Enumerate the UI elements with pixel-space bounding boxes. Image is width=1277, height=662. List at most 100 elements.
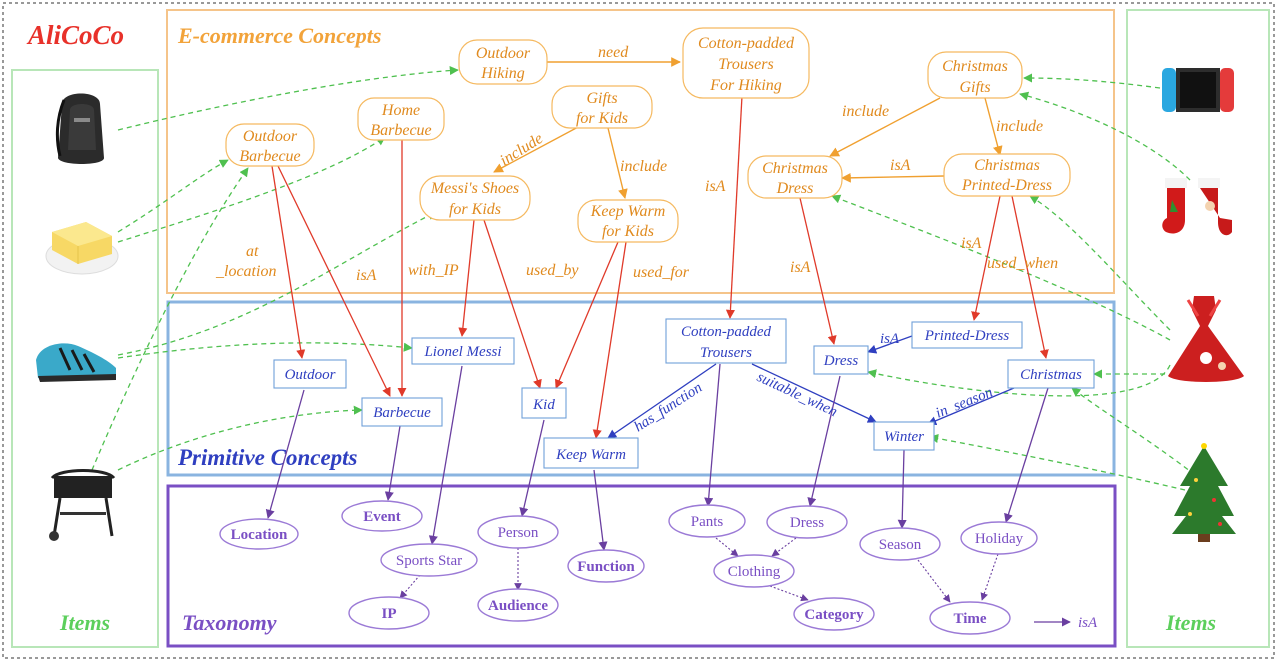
link-shoe-lionel-messi xyxy=(117,342,413,359)
label-tax-sports-star: Sports Star xyxy=(396,553,462,569)
label-printed-dress: Printed-Dress xyxy=(924,328,1010,344)
label-tax-time: Time xyxy=(953,611,986,627)
node-christmas[interactable] xyxy=(1007,359,1095,389)
edge-sportsstar-ip xyxy=(399,574,421,599)
link-stocking-xmas-gifts xyxy=(1019,91,1191,181)
node-christmas-printed-dress[interactable] xyxy=(943,153,1071,197)
node-christmas-dress[interactable] xyxy=(747,155,843,199)
edge-used-when xyxy=(1011,195,1049,359)
christmas-dress-image[interactable] xyxy=(1168,296,1244,382)
label-christmas-gifts-2: Gifts xyxy=(959,79,990,96)
label-outdoor-barbecue-2: Barbecue xyxy=(239,148,300,165)
node-barbecue[interactable] xyxy=(361,397,443,427)
node-home-barbecue[interactable] xyxy=(357,97,445,141)
node-christmas-gifts[interactable] xyxy=(927,51,1023,99)
backpack-image[interactable] xyxy=(55,93,104,165)
tax-audience[interactable] xyxy=(477,588,559,622)
link-shoe-messi-shoes xyxy=(117,211,437,356)
game-console-image[interactable] xyxy=(1162,68,1234,112)
rel-at: at xyxy=(246,243,259,260)
tax-ip[interactable] xyxy=(348,596,430,630)
primitive-node-labels: Cotton-padded Trousers Printed-Dress Lio… xyxy=(285,324,1082,463)
tax-location[interactable] xyxy=(219,518,299,550)
tax-clothing[interactable] xyxy=(713,554,795,588)
rel-include-2: include xyxy=(996,118,1043,135)
label-kid: Kid xyxy=(532,397,555,413)
soccer-shoe-image[interactable] xyxy=(36,343,116,382)
node-gifts-for-kids[interactable] xyxy=(551,85,653,129)
barbecue-grill-image[interactable] xyxy=(49,469,116,542)
edge-keepwarm-function xyxy=(593,469,608,551)
label-tax-dress: Dress xyxy=(790,515,824,531)
primitive-label: Primitive Concepts xyxy=(177,445,358,470)
node-outdoor-barbecue[interactable] xyxy=(225,123,315,167)
edge-include-xmas-dress xyxy=(829,97,941,157)
label-tax-event: Event xyxy=(363,509,401,525)
node-dress[interactable] xyxy=(813,345,869,375)
rel-include-4: include xyxy=(620,158,667,175)
label-tax-pants: Pants xyxy=(691,514,724,530)
rel-include-3: include xyxy=(497,130,546,169)
edge-winter-season xyxy=(897,449,907,529)
tax-season[interactable] xyxy=(859,527,941,561)
label-tax-function: Function xyxy=(577,559,635,575)
label-outdoor-barbecue-1: Outdoor xyxy=(243,128,298,145)
node-outdoor[interactable] xyxy=(273,359,347,389)
label-outdoor: Outdoor xyxy=(285,367,336,383)
items-left-label: Items xyxy=(59,610,110,635)
tax-pants[interactable] xyxy=(668,504,746,538)
tax-sports-star[interactable] xyxy=(380,543,478,577)
tax-time[interactable] xyxy=(929,601,1011,635)
rel-isa-xdress: isA xyxy=(790,259,811,276)
node-cotton-trousers[interactable] xyxy=(665,318,787,364)
ecommerce-edges xyxy=(493,57,1003,199)
legend-isa-label: isA xyxy=(1078,615,1098,631)
label-cotton-trousers-1: Cotton-padded xyxy=(681,324,771,340)
rel-used-when: used_when xyxy=(987,255,1058,272)
node-cotton-trousers-hiking[interactable] xyxy=(682,27,810,99)
node-messi-shoes[interactable] xyxy=(419,175,531,221)
rel-isa-xmas: isA xyxy=(890,157,911,174)
ecommerce-label: E-commerce Concepts xyxy=(177,23,381,48)
tax-category[interactable] xyxy=(793,597,875,631)
edge-isa-barbecue-outdoor xyxy=(277,165,391,397)
tax-function[interactable] xyxy=(567,549,645,583)
label-tax-audience: Audience xyxy=(488,598,548,614)
edge-used-by xyxy=(555,241,619,389)
christmas-tree-image[interactable] xyxy=(1172,443,1236,542)
rel-isa-barbecue: isA xyxy=(356,267,377,284)
tax-person[interactable] xyxy=(477,515,559,549)
node-winter[interactable] xyxy=(873,421,935,451)
node-lionel-messi[interactable] xyxy=(411,337,515,365)
tax-holiday[interactable] xyxy=(960,521,1038,555)
rel-with-ip: with_IP xyxy=(408,262,459,279)
rel-need: need xyxy=(598,44,629,61)
label-xmas-printed-2: Printed-Dress xyxy=(961,177,1052,194)
label-cotton-hiking-3: For Hiking xyxy=(709,77,782,94)
link-console-xmas-gifts xyxy=(1023,73,1161,89)
edge-isa-dress xyxy=(799,197,837,345)
node-outdoor-hiking[interactable] xyxy=(458,39,548,85)
primitive-panel xyxy=(166,300,1116,477)
edge-outdoor-location xyxy=(265,389,305,519)
label-gifts-kids-2: for Kids xyxy=(576,110,628,127)
christmas-stockings-image[interactable] xyxy=(1162,178,1232,236)
label-gifts-kids-1: Gifts xyxy=(586,90,617,107)
edge-isa-printed xyxy=(971,195,1001,321)
ecommerce-node-labels: Outdoor Hiking Cotton-padded Trousers Fo… xyxy=(239,35,1052,240)
taxonomy-isa-edges xyxy=(399,537,999,603)
link-butter-outdoor-barbecue xyxy=(117,159,229,233)
node-kid[interactable] xyxy=(521,387,567,419)
label-tax-clothing: Clothing xyxy=(728,564,781,580)
node-keep-warm[interactable] xyxy=(543,437,639,469)
tax-event[interactable] xyxy=(341,500,423,532)
butter-image[interactable] xyxy=(45,222,119,275)
node-printed-dress[interactable] xyxy=(911,321,1023,349)
label-messi-shoes-2: for Kids xyxy=(449,201,501,218)
label-home-barbecue-1: Home xyxy=(381,102,420,119)
label-lionel-messi: Lionel Messi xyxy=(423,344,501,360)
tax-dress[interactable] xyxy=(766,505,848,539)
label-keep-warm-kids-2: for Kids xyxy=(602,223,654,240)
node-keep-warm-kids[interactable] xyxy=(577,199,679,243)
